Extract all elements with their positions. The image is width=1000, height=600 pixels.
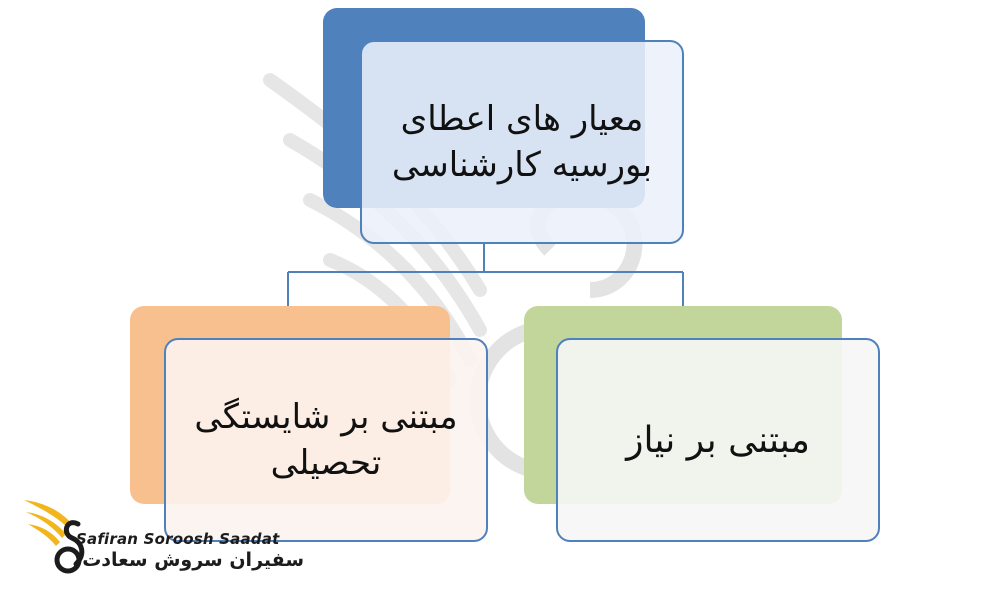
wing-logo-icon <box>24 500 85 574</box>
child-node-need-based: مبتنی بر نیاز <box>556 338 880 542</box>
child-node-academic-merit-label: مبتنی بر شایستگی تحصیلی <box>194 397 458 483</box>
logo-latin-text: Safiran Soroosh Saadat <box>76 530 280 548</box>
root-node: معیار های اعطای بورسیه کارشناسی <box>360 40 684 244</box>
child-node-academic-merit: مبتنی بر شایستگی تحصیلی <box>164 338 488 542</box>
child-node-need-based-label: مبتنی بر نیاز <box>626 419 810 461</box>
logo-persian-text: سفیران سروش سعادت <box>82 549 304 571</box>
company-logo: Safiran Soroosh Saadat سفیران سروش سعادت <box>22 494 304 580</box>
root-node-label: معیار های اعطای بورسیه کارشناسی <box>391 99 653 185</box>
